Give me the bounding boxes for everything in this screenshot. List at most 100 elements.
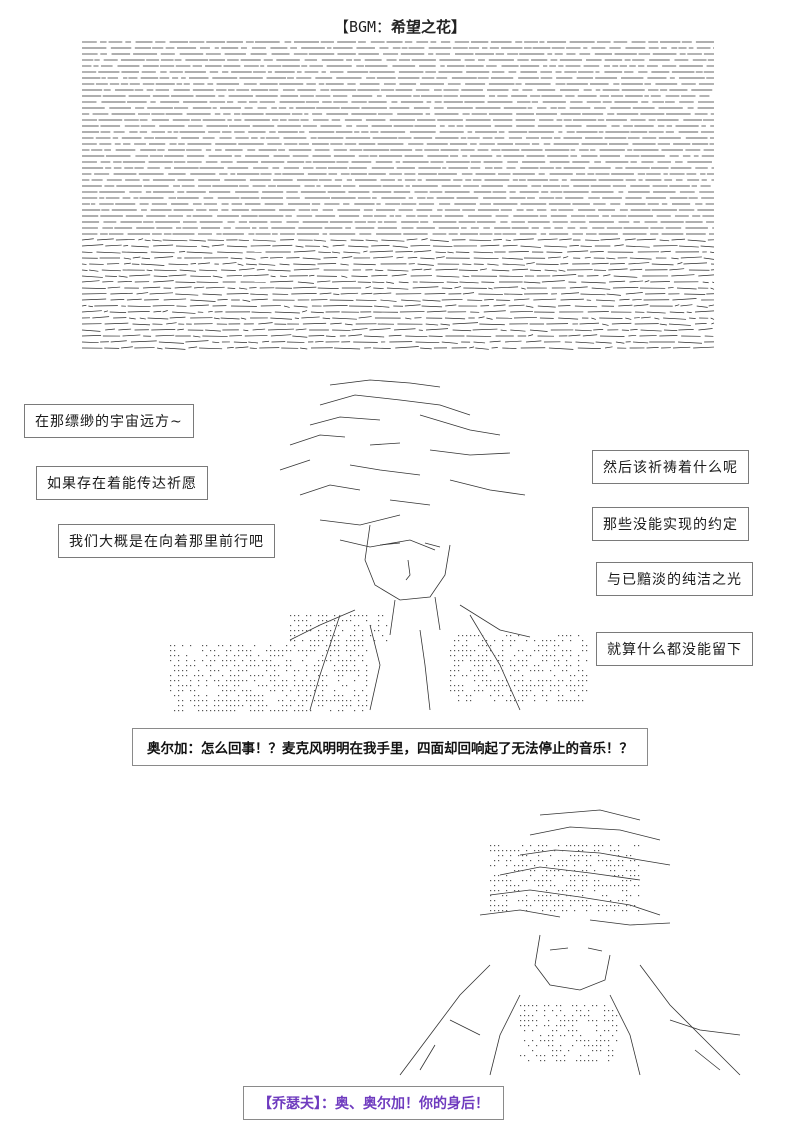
- ascii-dot: [608, 1055, 610, 1057]
- ascii-stroke: [142, 286, 161, 289]
- bgm-open: 【BGM：: [333, 18, 392, 36]
- ascii-dot: [318, 685, 320, 687]
- ascii-stroke: [698, 328, 713, 331]
- ascii-dot: [182, 710, 184, 712]
- ascii-dot: [270, 680, 272, 682]
- ascii-stroke: [168, 263, 189, 266]
- ascii-dot: [536, 1045, 538, 1047]
- ascii-dot: [226, 655, 228, 657]
- ascii-dot: [298, 690, 300, 692]
- ascii-stroke: [213, 317, 220, 320]
- ascii-dot: [490, 665, 492, 667]
- ascii-stroke: [711, 322, 715, 325]
- ascii-dot: [578, 855, 580, 857]
- ascii-dot: [530, 870, 532, 872]
- ascii-dot: [566, 890, 568, 892]
- ascii-stroke: [435, 251, 447, 254]
- ascii-dot: [214, 655, 216, 657]
- ascii-stroke: [270, 275, 276, 278]
- ascii-stroke: [313, 239, 327, 242]
- ascii-stroke: [651, 263, 674, 266]
- ascii-dot: [510, 690, 512, 692]
- ascii-dot: [584, 1060, 586, 1062]
- ascii-dot: [578, 900, 580, 902]
- ascii-dot: [526, 895, 528, 897]
- ascii-dot: [602, 845, 604, 847]
- ascii-stroke: [89, 269, 99, 272]
- ascii-dot: [258, 705, 260, 707]
- ascii-dot: [528, 1060, 530, 1062]
- ascii-dot: [286, 670, 288, 672]
- ascii-dot: [562, 635, 564, 637]
- ascii-dot: [370, 635, 372, 637]
- ascii-stroke: [371, 245, 390, 247]
- ascii-dot: [270, 675, 272, 677]
- ascii-dot: [498, 655, 500, 657]
- ascii-dot: [358, 675, 360, 677]
- ascii-dot: [286, 650, 288, 652]
- ascii-stroke: [381, 239, 405, 242]
- ascii-dot: [190, 680, 192, 682]
- ascii-stroke: [710, 287, 715, 290]
- ascii-dot: [474, 680, 476, 682]
- ascii-dot: [544, 1060, 546, 1062]
- ascii-dot: [226, 685, 228, 687]
- ascii-dot: [582, 845, 584, 847]
- ascii-dot: [518, 855, 520, 857]
- ascii-stroke: [256, 268, 265, 271]
- ascii-dot: [330, 645, 332, 647]
- ascii-dot: [510, 850, 512, 852]
- ascii-dot: [318, 665, 320, 667]
- ascii-dot: [562, 890, 564, 892]
- ascii-dot: [568, 1020, 570, 1022]
- ascii-dot: [354, 680, 356, 682]
- ascii-stroke: [523, 281, 541, 284]
- ascii-dot: [378, 620, 380, 622]
- ascii-dot: [254, 700, 256, 702]
- ascii-dot: [498, 910, 500, 912]
- ascii-stroke: [552, 274, 577, 277]
- ascii-dot: [362, 655, 364, 657]
- ascii-dot: [350, 655, 352, 657]
- ascii-dot: [578, 875, 580, 877]
- ascii-dot: [546, 890, 548, 892]
- ascii-dot: [358, 615, 360, 617]
- ascii-dot: [230, 670, 232, 672]
- ascii-dot: [458, 685, 460, 687]
- ascii-stroke: [197, 262, 210, 265]
- ascii-dot: [250, 690, 252, 692]
- ascii-dot: [186, 655, 188, 657]
- ascii-dot: [574, 880, 576, 882]
- ascii-dot: [542, 695, 544, 697]
- ascii-dot: [238, 685, 240, 687]
- ascii-stroke: [420, 347, 432, 350]
- ascii-stroke: [708, 304, 715, 307]
- ascii-dot: [600, 1035, 602, 1037]
- ascii-stroke: [82, 304, 87, 307]
- ascii-dot: [610, 850, 612, 852]
- ascii-dot: [542, 885, 544, 887]
- ascii-stroke: [179, 269, 197, 272]
- ascii-dot: [626, 870, 628, 872]
- ascii-dot: [302, 630, 304, 632]
- ascii-dot: [586, 650, 588, 652]
- ascii-stroke: [629, 268, 643, 271]
- ascii-dot: [482, 665, 484, 667]
- ascii-dot: [330, 630, 332, 632]
- ascii-dot: [542, 910, 544, 912]
- ascii-dot: [506, 875, 508, 877]
- ascii-dot: [246, 655, 248, 657]
- ascii-dot: [490, 650, 492, 652]
- ascii-dot: [502, 680, 504, 682]
- ascii-dot: [250, 705, 252, 707]
- ascii-dot: [582, 885, 584, 887]
- ascii-dot: [202, 710, 204, 712]
- ascii-dot: [608, 1020, 610, 1022]
- ascii-stroke: [396, 256, 404, 259]
- ascii-dot: [298, 670, 300, 672]
- ascii-dot: [338, 710, 340, 712]
- ascii-stroke: [422, 299, 441, 302]
- ascii-stroke: [581, 281, 606, 284]
- ascii-dot: [346, 645, 348, 647]
- ascii-dot: [358, 645, 360, 647]
